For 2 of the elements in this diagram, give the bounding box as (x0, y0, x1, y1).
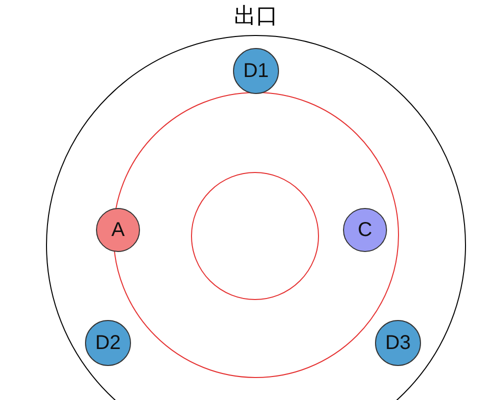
inner-ring (191, 172, 319, 300)
exit-label: 出口 (234, 2, 278, 30)
